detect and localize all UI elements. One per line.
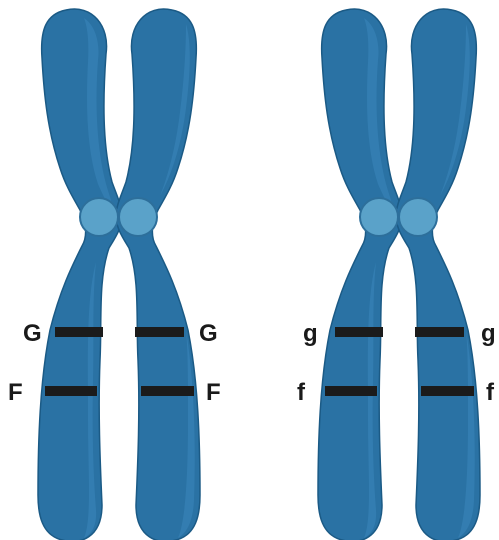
chromatid-left — [38, 9, 122, 540]
allele-label-right-1: g — [481, 320, 496, 347]
chromatid-body — [318, 9, 402, 540]
chromatid-right — [396, 9, 480, 540]
allele-label-right-2: f — [486, 379, 495, 406]
centromere-right — [119, 198, 157, 236]
allele-label-left-1: g — [303, 320, 318, 347]
allele-band-2 — [45, 386, 97, 396]
centromere-left — [80, 198, 118, 236]
centromere-left — [360, 198, 398, 236]
allele-label-left-2: f — [297, 379, 306, 406]
allele-label-right-1: G — [199, 320, 218, 347]
allele-band-2 — [141, 386, 194, 396]
chromosome-recessive: g f g f — [297, 9, 496, 540]
allele-band-1 — [55, 327, 103, 337]
allele-label-left-1: G — [23, 320, 42, 347]
chromosome-dominant: G F G F — [8, 9, 221, 540]
allele-band-1 — [135, 327, 184, 337]
chromatid-body — [38, 9, 122, 540]
chromatid-right — [116, 9, 200, 540]
centromere-right — [399, 198, 437, 236]
allele-label-left-2: F — [8, 379, 23, 406]
allele-band-1 — [335, 327, 383, 337]
allele-label-right-2: F — [206, 379, 221, 406]
allele-band-2 — [421, 386, 474, 396]
chromatid-left — [318, 9, 402, 540]
allele-band-2 — [325, 386, 377, 396]
allele-band-1 — [415, 327, 464, 337]
